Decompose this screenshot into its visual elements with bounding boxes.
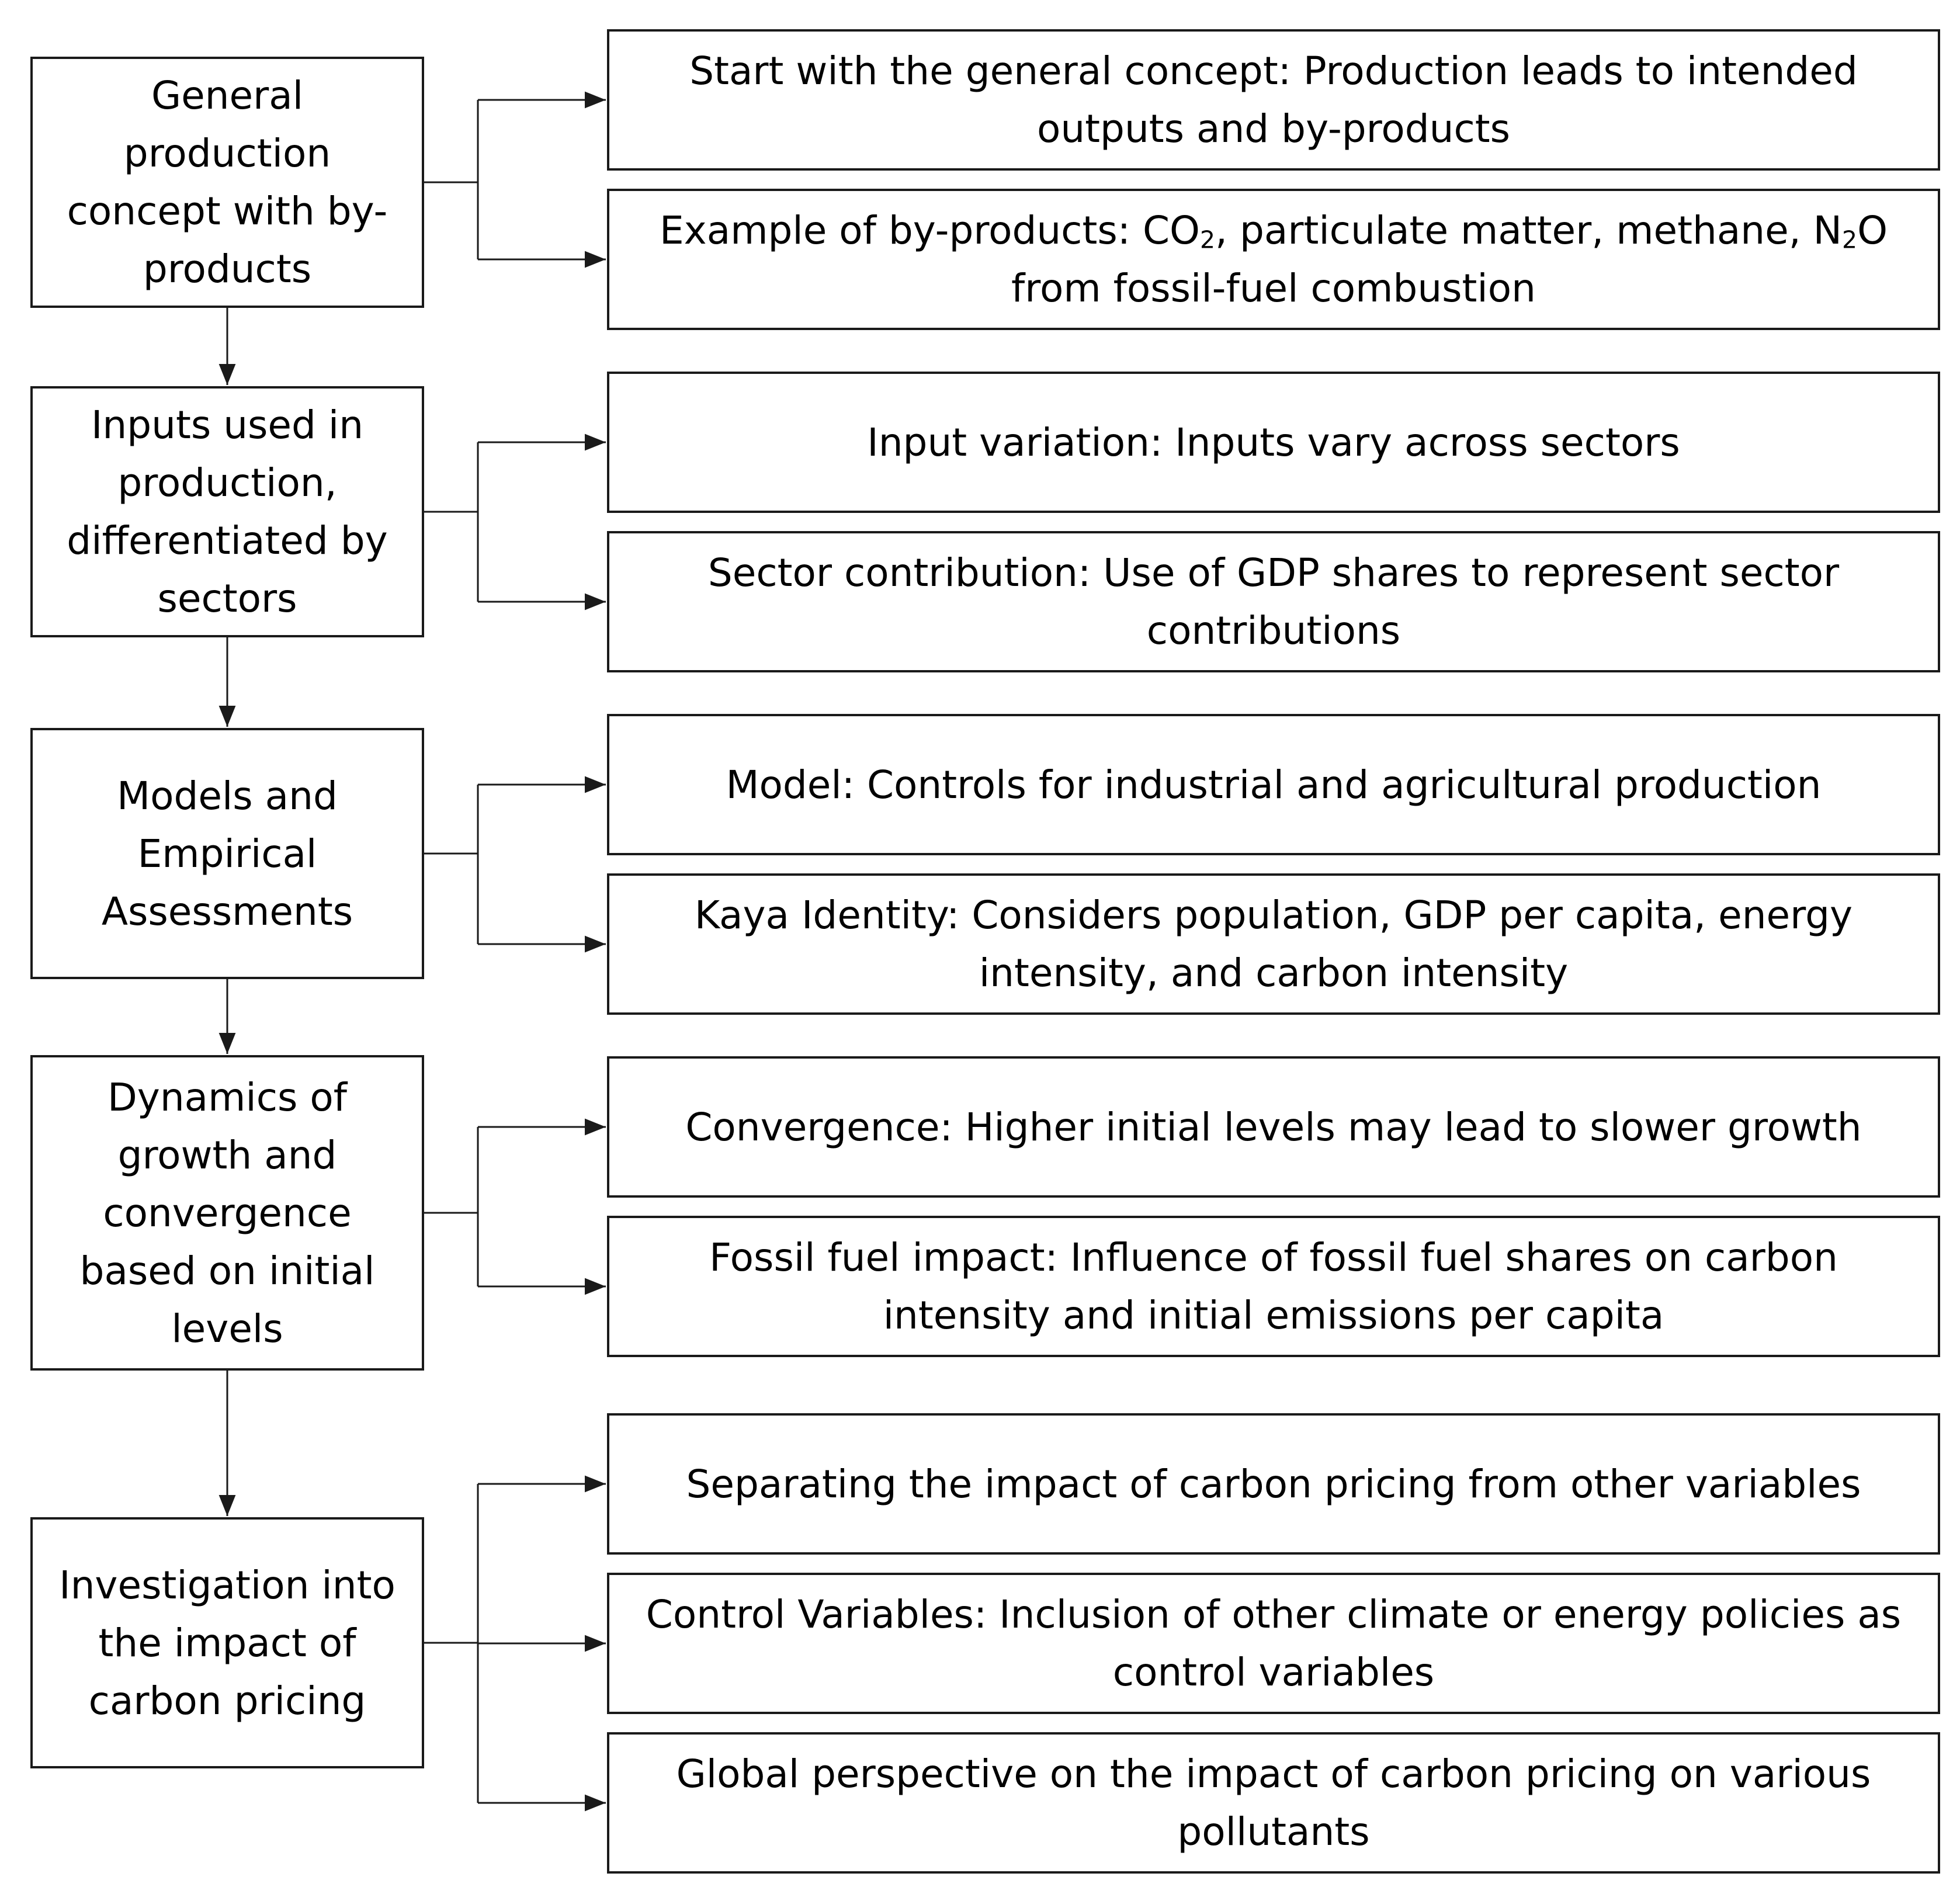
stage-label: Models and Empirical Assessments (101, 773, 353, 934)
stage-box-inputs: Inputs used in production, differentiate… (30, 386, 424, 637)
detail-box-by-products: Example of by-products: CO2, particulate… (607, 189, 1940, 330)
subscript-2: 2 (1199, 226, 1216, 254)
stage-box-dynamics: Dynamics of growth and convergence based… (30, 1055, 424, 1371)
subscript-2: 2 (1842, 226, 1858, 254)
detail-text: Start with the general concept: Producti… (689, 48, 1858, 151)
detail-box-global-perspective: Global perspective on the impact of carb… (607, 1732, 1940, 1874)
detail-text: Global perspective on the impact of carb… (676, 1751, 1871, 1854)
detail-text-part: Example of by-products: CO (659, 208, 1200, 253)
stage-label: Inputs used in production, differentiate… (67, 403, 388, 621)
stage-label: Dynamics of growth and convergence based… (79, 1074, 375, 1351)
detail-text: Example of by-products: CO2, particulate… (627, 202, 1920, 317)
detail-box-model-controls: Model: Controls for industrial and agric… (607, 714, 1940, 855)
detail-box-general-concept: Start with the general concept: Producti… (607, 29, 1940, 171)
detail-text-part: , particulate matter, methane, N (1215, 208, 1843, 253)
stage-box-carbon-pricing: Investigation into the impact of carbon … (30, 1517, 424, 1768)
stage-box-production-concept: General production concept with by-produ… (30, 57, 424, 308)
connector-group (218, 91, 606, 1812)
detail-text: Model: Controls for industrial and agric… (726, 762, 1822, 807)
detail-text: Kaya Identity: Considers population, GDP… (694, 893, 1853, 995)
detail-text: Input variation: Inputs vary across sect… (867, 419, 1680, 465)
stage-label: General production concept with by-produ… (67, 73, 388, 292)
detail-box-sector-contribution: Sector contribution: Use of GDP shares t… (607, 531, 1940, 672)
detail-box-input-variation: Input variation: Inputs vary across sect… (607, 372, 1940, 513)
detail-text-part: O from fossil-fuel combustion (1011, 208, 1888, 311)
detail-text: Fossil fuel impact: Influence of fossil … (709, 1235, 1838, 1338)
detail-text: Control Variables: Inclusion of other cl… (646, 1592, 1902, 1695)
detail-text: Convergence: Higher initial levels may l… (685, 1104, 1862, 1150)
stage-label: Investigation into the impact of carbon … (59, 1562, 396, 1723)
detail-text: Sector contribution: Use of GDP shares t… (707, 550, 1840, 653)
detail-box-convergence: Convergence: Higher initial levels may l… (607, 1056, 1940, 1198)
detail-box-control-variables: Control Variables: Inclusion of other cl… (607, 1573, 1940, 1714)
stage-box-models: Models and Empirical Assessments (30, 728, 424, 979)
detail-text: Separating the impact of carbon pricing … (686, 1461, 1861, 1507)
detail-box-separating-impact: Separating the impact of carbon pricing … (607, 1413, 1940, 1555)
detail-box-kaya-identity: Kaya Identity: Considers population, GDP… (607, 873, 1940, 1015)
detail-box-fossil-fuel-impact: Fossil fuel impact: Influence of fossil … (607, 1216, 1940, 1357)
